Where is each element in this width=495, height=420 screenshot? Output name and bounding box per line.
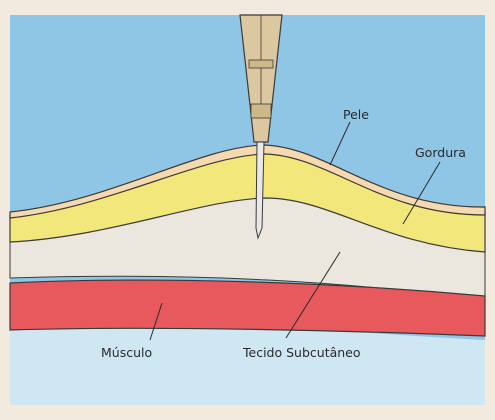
- label-musculo: Músculo: [101, 345, 152, 360]
- label-pele: Pele: [343, 107, 369, 122]
- label-tecido-subcutaneo: Tecido Subcutâneo: [242, 345, 361, 360]
- label-gordura: Gordura: [415, 145, 466, 160]
